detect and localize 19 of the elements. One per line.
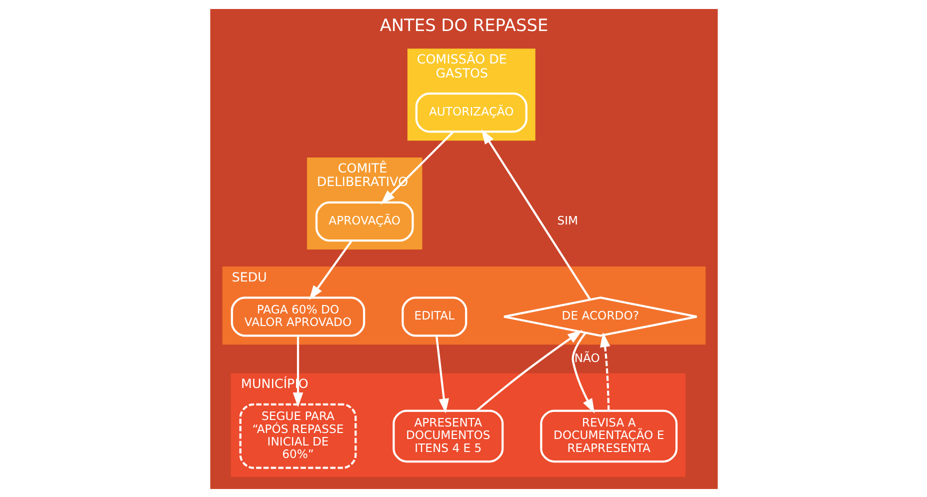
node-box: AUTORIZAÇÃO xyxy=(414,92,527,132)
node-diamond: DE ACORDO? xyxy=(502,296,698,336)
node-box: PAGA 60% DO VALOR APROVADO xyxy=(230,296,365,336)
arrow xyxy=(480,128,590,300)
edge-label: SIM xyxy=(556,212,578,227)
diagram-title: ANTES DO REPASSE xyxy=(379,14,548,34)
node-box: SEGUE PARA “APÓS REPASSE INICIAL DE 60%” xyxy=(238,402,356,468)
arrow xyxy=(292,336,303,407)
edge-label: NÃO xyxy=(574,350,600,364)
arrow xyxy=(380,130,454,204)
node-box: APROVAÇÃO xyxy=(314,200,414,242)
arrow xyxy=(599,332,610,410)
arrow xyxy=(475,330,582,412)
arrow xyxy=(571,332,594,413)
node-box: APRESENTA DOCUMENTOS ITENS 4 E 5 xyxy=(392,409,504,462)
node-box: EDITAL xyxy=(401,296,467,336)
node-box: REVISA A DOCUMENTAÇÃO E REAPRESENTA xyxy=(540,409,678,462)
arrow xyxy=(308,240,352,300)
arrow xyxy=(435,335,449,414)
